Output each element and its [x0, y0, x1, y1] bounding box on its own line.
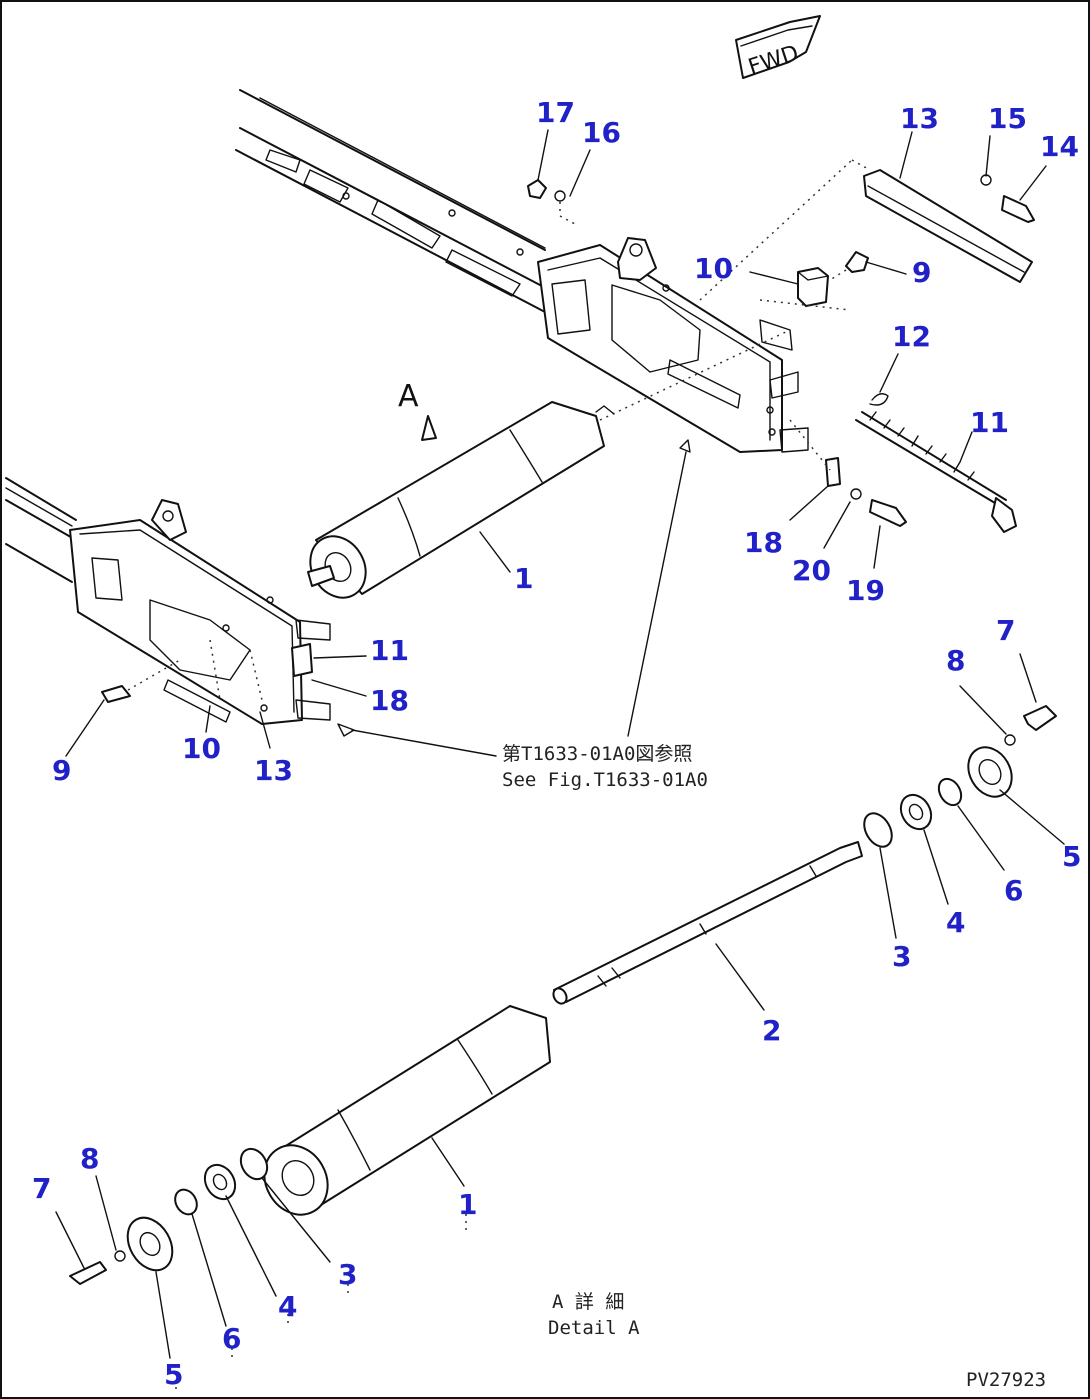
callout-9-upper: 9	[912, 256, 931, 289]
callout-4-left: 4	[278, 1290, 297, 1323]
angle-bracket-13-upper	[863, 169, 1033, 283]
callout-20: 20	[792, 554, 831, 587]
detail-caption-en: Detail A	[548, 1317, 640, 1339]
callout-18-upper: 18	[744, 526, 783, 559]
callout-3-left: 3	[338, 1258, 357, 1291]
callout-17: 17	[536, 96, 575, 129]
shaft-2	[552, 841, 863, 1005]
svg-text:A: A	[398, 379, 419, 414]
bolt-7-left	[69, 1261, 107, 1285]
callout-7-right: 7	[996, 614, 1015, 647]
callout-1-lower: 1	[458, 1188, 477, 1221]
idler-roller-1-upper	[307, 401, 615, 599]
ring-6-left	[174, 1188, 198, 1216]
reference-note: 第T1633-01A0図参照 See Fig.T1633-01A0	[337, 439, 708, 791]
callout-leaders	[55, 129, 1065, 1392]
seal-3-right	[863, 812, 893, 848]
grease-fitting-9-lower	[101, 659, 181, 703]
bolt-7-right	[1023, 705, 1057, 731]
detail-caption-ja: A 詳 細	[552, 1291, 624, 1313]
callout-10-lower: 10	[182, 732, 221, 765]
washer-8-left	[114, 1250, 126, 1262]
callout-numbers: 17 16 13 15 14 10 9 12 11 18 20 19 1 11 …	[32, 96, 1081, 1391]
view-a-marker: A	[398, 379, 437, 441]
callout-2: 2	[762, 1014, 781, 1047]
callout-8-left: 8	[80, 1142, 99, 1175]
callout-16: 16	[582, 116, 621, 149]
block-10-upper	[797, 267, 829, 307]
callout-3-right: 3	[892, 940, 911, 973]
callout-14: 14	[1040, 130, 1079, 163]
callout-6-left: 6	[222, 1322, 241, 1355]
upper-mounting-bracket	[537, 237, 809, 453]
callout-11-upper: 11	[970, 406, 1009, 439]
assembly-line-lower	[209, 639, 263, 701]
callout-8-right: 8	[946, 644, 965, 677]
drawing-code: PV27923	[966, 1369, 1046, 1391]
callout-1-upper: 1	[514, 562, 533, 595]
callout-13-lower: 13	[254, 754, 293, 787]
bolt-14	[980, 174, 1035, 223]
nut-17	[527, 179, 576, 225]
callout-12: 12	[892, 320, 931, 353]
lower-frame-rail	[5, 477, 77, 583]
bolt-19	[869, 499, 907, 527]
callout-15: 15	[988, 102, 1027, 135]
spring-pin-12	[869, 393, 889, 406]
lower-mounting-bracket	[69, 499, 331, 725]
seal-4-right	[899, 793, 933, 831]
washer-8-right	[1004, 734, 1016, 746]
callout-5-right: 5	[1062, 840, 1081, 873]
idler-roller-1-lower	[263, 1005, 551, 1216]
callout-18-lower: 18	[370, 684, 409, 717]
plate-18-upper	[825, 457, 841, 487]
callout-4-right: 4	[946, 906, 965, 939]
callout-6-right: 6	[1004, 874, 1023, 907]
washer-20	[850, 488, 862, 500]
plate-5-left	[126, 1216, 174, 1272]
grease-fitting-9-upper	[829, 251, 869, 281]
svg-text:第T1633-01A0図参照: 第T1633-01A0図参照	[502, 743, 692, 765]
seal-4-left	[203, 1163, 237, 1201]
callout-11-lower: 11	[370, 634, 409, 667]
callout-10-upper: 10	[694, 252, 733, 285]
callout-5-left: 5	[164, 1358, 183, 1391]
upper-frame-rail	[235, 89, 546, 313]
plate-5-right	[967, 746, 1013, 798]
callout-7-left: 7	[32, 1172, 51, 1205]
ring-6-right	[937, 777, 963, 807]
adjusting-rod-11-upper	[855, 411, 1017, 533]
svg-text:See Fig.T1633-01A0: See Fig.T1633-01A0	[502, 769, 708, 791]
callout-9-lower: 9	[52, 754, 71, 787]
callout-13-upper: 13	[900, 102, 939, 135]
callout-19: 19	[846, 574, 885, 607]
